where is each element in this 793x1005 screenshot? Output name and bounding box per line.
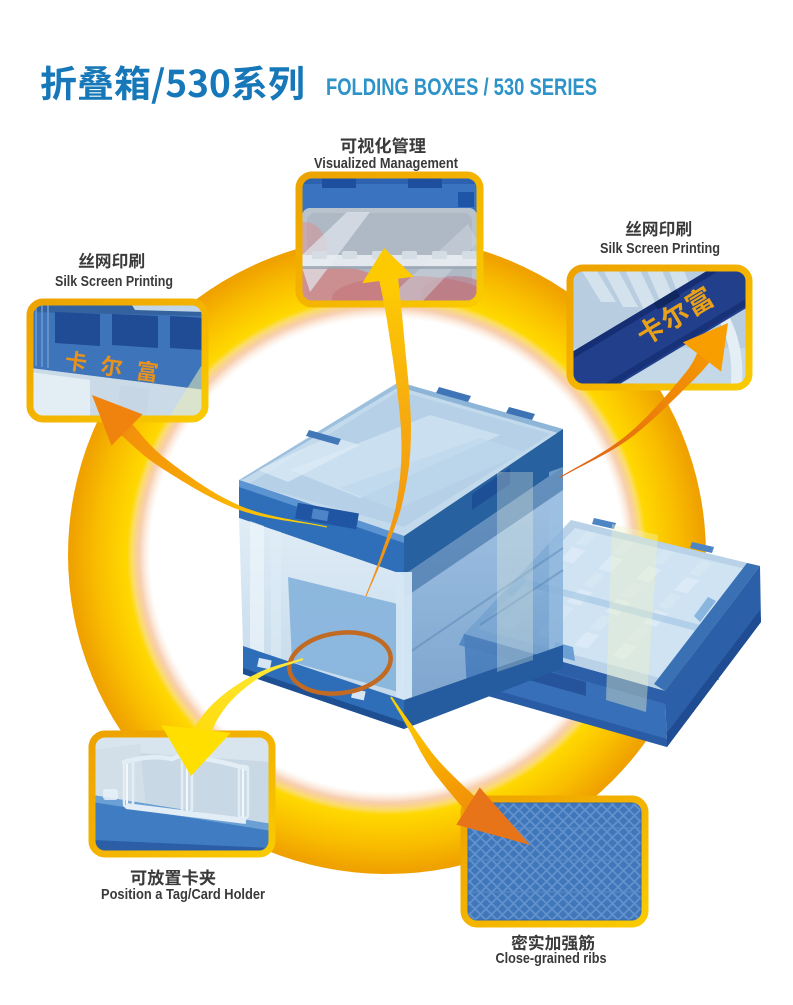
svg-text:FOLDING BOXES / 530 SERIES: FOLDING BOXES / 530 SERIES (326, 74, 597, 101)
svg-text:Silk Screen Printing: Silk Screen Printing (600, 240, 720, 257)
svg-text:Visualized Management: Visualized Management (314, 155, 458, 172)
svg-text:Close-grained ribs: Close-grained ribs (496, 950, 607, 967)
svg-text:Position a Tag/Card Holder: Position a Tag/Card Holder (101, 886, 265, 903)
svg-text:Silk Screen Printing: Silk Screen Printing (55, 273, 173, 290)
